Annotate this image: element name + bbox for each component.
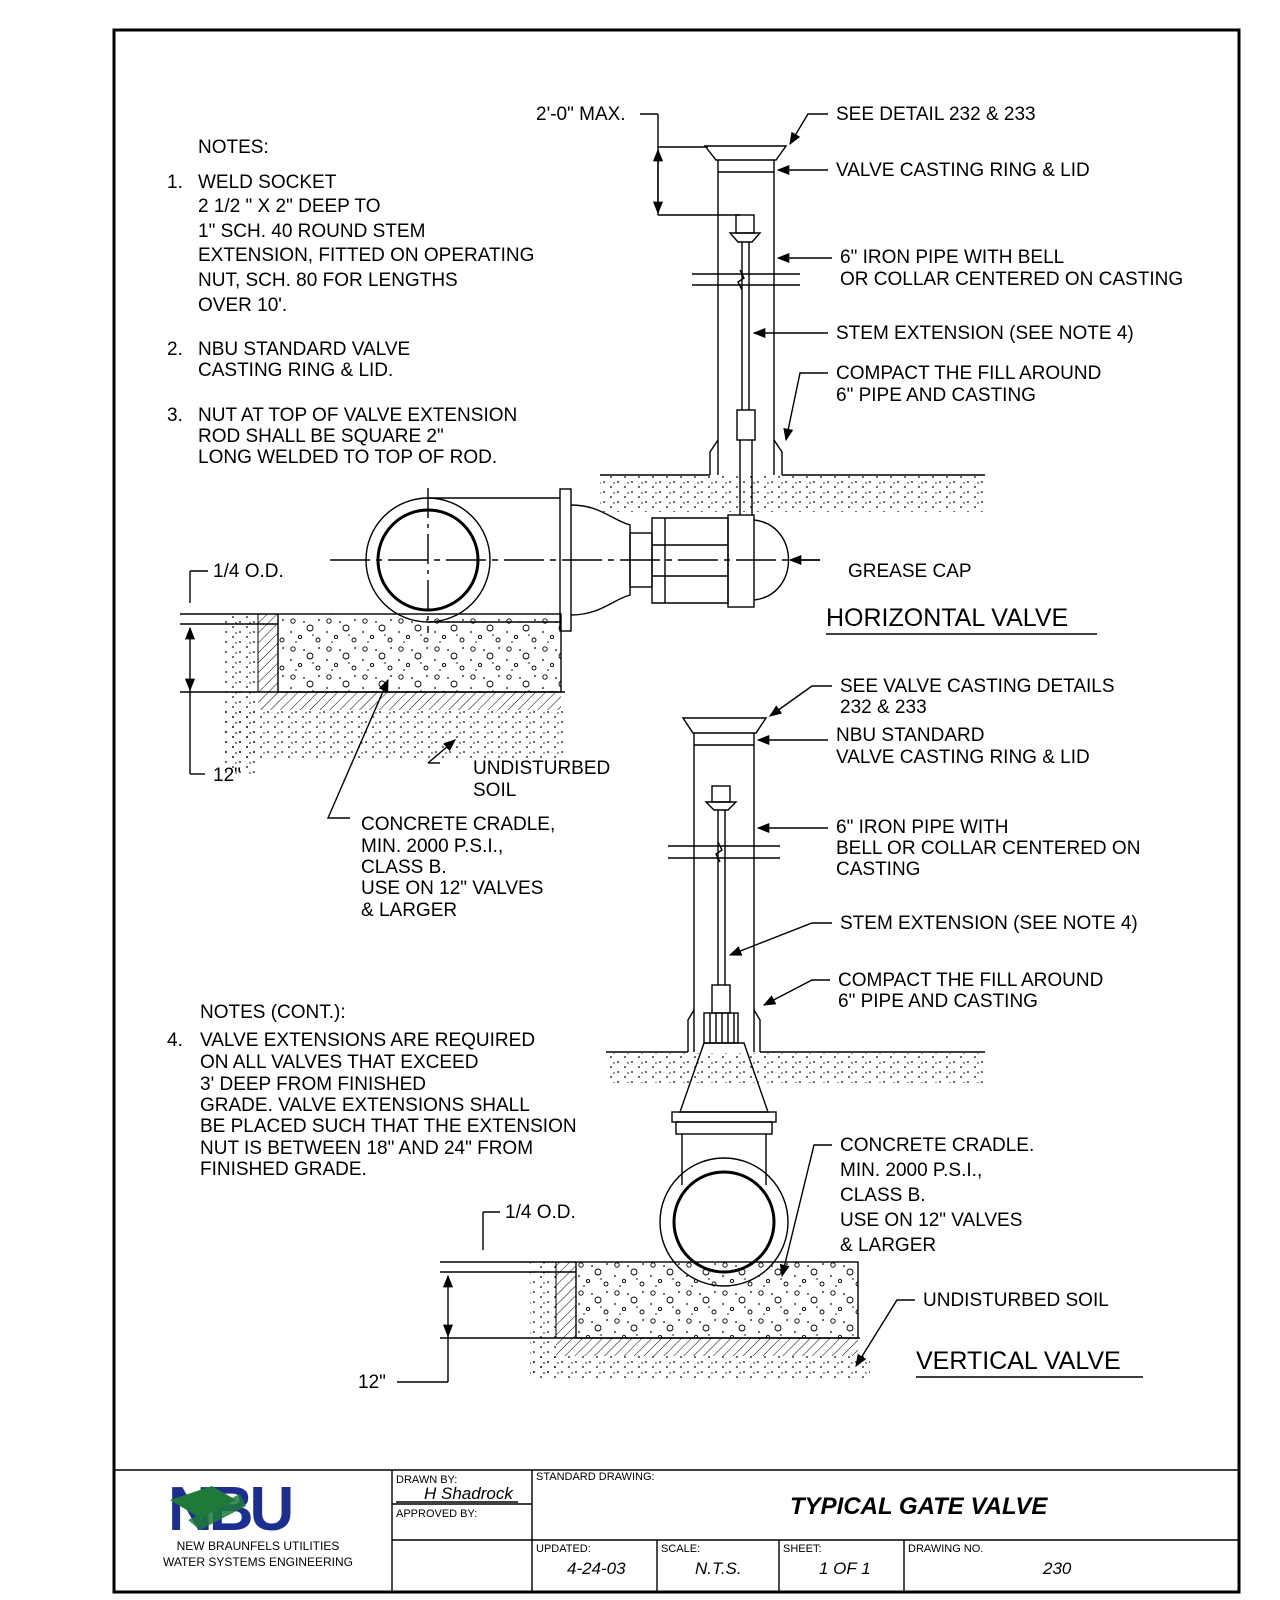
compact-label-vertical: COMPACT THE FILL AROUND xyxy=(838,970,1103,991)
see-detail-label-vertical: 232 & 233 xyxy=(840,697,927,718)
od-label-vertical: 1/4 O.D. xyxy=(505,1202,576,1223)
cradle-label-vertical: CLASS B. xyxy=(840,1185,926,1206)
updated-label: UPDATED: xyxy=(536,1543,591,1555)
undisturbed-label-vertical: UNDISTURBED SOIL xyxy=(923,1290,1109,1311)
nbu-logo: NBU xyxy=(168,1475,345,1544)
ring-lid-label: VALVE CASTING RING & LID xyxy=(836,160,1090,181)
approved-by-label: APPROVED BY: xyxy=(396,1508,477,1520)
horizontal-valve-title: HORIZONTAL VALVE xyxy=(826,604,1068,632)
note-4-line: FINISHED GRADE. xyxy=(200,1159,367,1180)
undisturbed-label-horizontal: UNDISTURBED xyxy=(473,758,610,779)
cradle-label-horizontal: CONCRETE CRADLE, xyxy=(361,814,555,835)
grease-cap-label: GREASE CAP xyxy=(848,561,972,582)
iron-pipe-label: OR COLLAR CENTERED ON CASTING xyxy=(840,269,1183,290)
drawn-by-value: H Shadrock xyxy=(424,1484,514,1503)
note-1-number: 1. xyxy=(167,172,183,193)
drawing-no-value: 230 xyxy=(1042,1559,1072,1578)
vertical-valve-title: VERTICAL VALVE xyxy=(916,1347,1121,1375)
twelve-label-horizontal: 12" xyxy=(213,765,241,786)
notes-cont-block: NOTES (CONT.): 4. VALVE EXTENSIONS ARE R… xyxy=(167,1002,577,1180)
title-block: NBU NEW BRAUNFELS UTILITIES WATER SYSTEM… xyxy=(114,1469,1239,1592)
ring-lid-label-vertical: NBU STANDARD xyxy=(836,725,985,746)
concrete-cradle-horizontal xyxy=(277,613,562,693)
note-4-line: VALVE EXTENSIONS ARE REQUIRED xyxy=(200,1030,535,1051)
note-1-line: OVER 10'. xyxy=(198,295,287,316)
iron-pipe-label-vertical: CASTING xyxy=(836,859,920,880)
see-detail-label: SEE DETAIL 232 & 233 xyxy=(836,104,1036,125)
note-4-line: ON ALL VALVES THAT EXCEED xyxy=(200,1052,478,1073)
ring-lid-label-vertical: VALVE CASTING RING & LID xyxy=(836,747,1090,768)
note-4-line: 3' DEEP FROM FINISHED xyxy=(200,1074,426,1095)
drawn-by-label: DRAWN BY: xyxy=(396,1474,457,1486)
iron-pipe-label-vertical: BELL OR COLLAR CENTERED ON xyxy=(836,838,1140,859)
drawing-title: TYPICAL GATE VALVE xyxy=(790,1493,1048,1520)
cradle-label-vertical: USE ON 12" VALVES xyxy=(840,1210,1022,1231)
flange xyxy=(559,488,572,632)
cradle-label-horizontal: CLASS B. xyxy=(361,857,447,878)
sheet-border xyxy=(112,28,1241,1594)
note-3-line: NUT AT TOP OF VALVE EXTENSION xyxy=(198,405,517,426)
sheet-label: SHEET: xyxy=(783,1543,822,1555)
note-1-line: WELD SOCKET xyxy=(198,172,337,193)
scale-label: SCALE: xyxy=(661,1543,700,1555)
note-2-number: 2. xyxy=(167,339,183,360)
iron-pipe-label-vertical: 6" IRON PIPE WITH xyxy=(836,817,1008,838)
stem-label-vertical: STEM EXTENSION (SEE NOTE 4) xyxy=(840,913,1138,934)
sheet-value: 1 OF 1 xyxy=(819,1559,871,1578)
note-3-line: LONG WELDED TO TOP OF ROD. xyxy=(198,447,497,468)
grease-cap xyxy=(753,519,789,601)
backfill-stipple xyxy=(600,476,985,512)
dim-max-label: 2'-0" MAX. xyxy=(536,104,626,125)
casting-ring-lid xyxy=(703,145,788,161)
note-3-number: 3. xyxy=(167,405,183,426)
note-2-line: NBU STANDARD VALVE xyxy=(198,339,410,360)
see-detail-label-vertical: SEE VALVE CASTING DETAILS xyxy=(840,676,1115,697)
company-name: NEW BRAUNFELS UTILITIES xyxy=(177,1539,340,1553)
iron-pipe-label: 6" IRON PIPE WITH BELL xyxy=(840,247,1064,268)
cradle-label-horizontal: USE ON 12" VALVES xyxy=(361,878,543,899)
scale-value: N.T.S. xyxy=(695,1559,742,1578)
cradle-label-vertical: MIN. 2000 P.S.I., xyxy=(840,1160,982,1181)
note-1-line: 1" SCH. 40 ROUND STEM xyxy=(198,221,425,242)
casting-ring-lid-vertical xyxy=(681,717,768,734)
compact-label: 6" PIPE AND CASTING xyxy=(836,385,1036,406)
note-1-line: 2 1/2 " X 2" DEEP TO xyxy=(198,196,380,217)
note-4-line: GRADE. VALVE EXTENSIONS SHALL xyxy=(200,1095,530,1116)
cradle-label-horizontal: MIN. 2000 P.S.I., xyxy=(361,836,503,857)
note-4-line: NUT IS BETWEEN 18" AND 24" FROM xyxy=(200,1138,533,1159)
updated-value: 4-24-03 xyxy=(567,1559,626,1578)
notes-block: NOTES: 1. WELD SOCKET 2 1/2 " X 2" DEEP … xyxy=(167,137,534,468)
note-1-line: NUT, SCH. 80 FOR LENGTHS xyxy=(198,270,458,291)
cradle-label-horizontal: & LARGER xyxy=(361,900,457,921)
compact-label: COMPACT THE FILL AROUND xyxy=(836,363,1101,384)
od-label-horizontal: 1/4 O.D. xyxy=(213,561,284,582)
compact-label-vertical: 6" PIPE AND CASTING xyxy=(838,991,1038,1012)
concrete-cradle-vertical xyxy=(575,1261,859,1339)
cradle-label-vertical: CONCRETE CRADLE. xyxy=(840,1135,1034,1156)
cradle-label-vertical: & LARGER xyxy=(840,1235,936,1256)
note-4-number: 4. xyxy=(167,1030,183,1051)
notes-heading: NOTES: xyxy=(198,137,269,158)
notes-cont-heading: NOTES (CONT.): xyxy=(200,1002,346,1023)
standard-drawing-label: STANDARD DRAWING: xyxy=(536,1471,655,1483)
note-4-line: BE PLACED SUCH THAT THE EXTENSION xyxy=(200,1116,577,1137)
note-3-line: ROD SHALL BE SQUARE 2" xyxy=(198,426,444,447)
twelve-label-vertical: 12" xyxy=(358,1372,386,1393)
stem-label: STEM EXTENSION (SEE NOTE 4) xyxy=(836,323,1134,344)
undisturbed-label-horizontal: SOIL xyxy=(473,780,516,801)
vertical-valve-detail: 1/4 O.D. 12" SEE VALVE CASTING DETAILS 2… xyxy=(358,676,1143,1393)
note-1-line: EXTENSION, FITTED ON OPERATING xyxy=(198,245,534,266)
drawing-no-label: DRAWING NO. xyxy=(908,1543,983,1555)
note-2-line: CASTING RING & LID. xyxy=(198,360,393,381)
horizontal-valve-detail: 2'-0" MAX. xyxy=(180,104,1183,921)
department-name: WATER SYSTEMS ENGINEERING xyxy=(163,1555,353,1569)
